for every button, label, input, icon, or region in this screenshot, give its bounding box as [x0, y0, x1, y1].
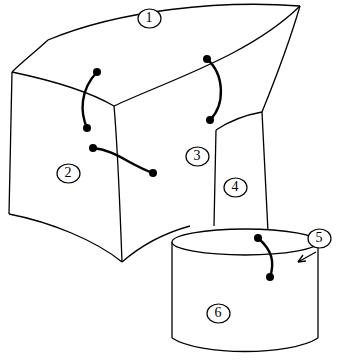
callout-number: 5 — [307, 230, 332, 246]
callout-oval: 3 — [185, 146, 210, 167]
callout-number: 2 — [56, 165, 81, 181]
callout-oval: 6 — [206, 303, 231, 324]
callout-oval: 1 — [137, 8, 162, 29]
callout-number: 6 — [206, 305, 231, 321]
callout-number: 4 — [223, 179, 248, 195]
callout-oval: 5 — [307, 228, 332, 249]
callout-oval: 4 — [223, 177, 248, 198]
callout-number: 3 — [185, 148, 210, 164]
callout-oval: 2 — [56, 163, 81, 184]
callout-number: 1 — [137, 10, 162, 26]
